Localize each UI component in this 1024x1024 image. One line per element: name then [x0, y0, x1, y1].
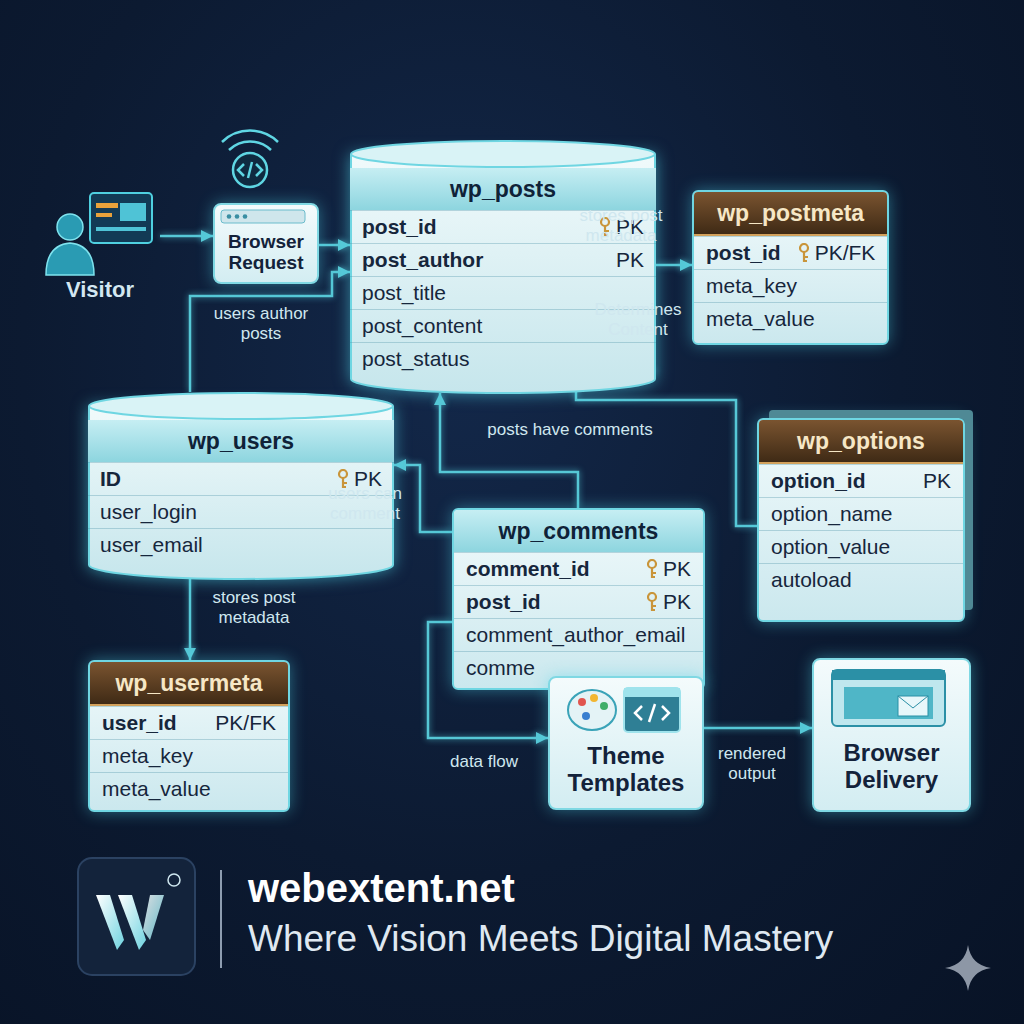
table-row: post_id PK — [454, 585, 703, 618]
brand-logo — [78, 858, 221, 975]
brand-name: webextent.net — [248, 866, 515, 911]
db-table: wp_usermeta user_id PK/FK meta_key meta_valu… — [88, 660, 290, 812]
box-icon — [215, 205, 315, 231]
connector — [189, 579, 192, 660]
table-row: post_author PK — [350, 243, 656, 276]
edge-label: stores post metadata — [556, 206, 686, 247]
key-marker: PK — [616, 248, 644, 272]
connector — [394, 465, 452, 532]
table-row: autoload — [759, 563, 963, 596]
node-label: Browser Request — [221, 231, 311, 274]
connector — [190, 272, 350, 392]
person-icon — [40, 185, 160, 277]
table-name: wp_posts — [350, 168, 656, 210]
table-row: meta_key — [694, 269, 887, 302]
connector — [576, 371, 757, 526]
column-name: post_id — [362, 215, 437, 239]
column-name: meta_key — [102, 744, 193, 768]
table-row: post_id PK/FK — [694, 236, 887, 269]
key-marker: PK — [663, 590, 691, 614]
table-row: meta_key — [90, 739, 288, 772]
edge-label: users can comment — [316, 484, 414, 525]
table-row: user_id PK/FK — [90, 706, 288, 739]
visitor-icon: Visitor — [40, 185, 160, 315]
column-name: option_id — [771, 469, 865, 493]
table-name: wp_comments — [454, 510, 703, 552]
db-table: wp_commentscomment_idPKpost_idPKcomment_… — [452, 508, 705, 690]
db-table: wp_options option_id PK option_name option_v… — [757, 418, 965, 622]
table-row: comment_id PK — [454, 552, 703, 585]
column-name: user_login — [100, 500, 197, 524]
key-marker: PK/FK — [815, 241, 876, 265]
table-name: wp_options — [759, 420, 963, 464]
signal-icon — [222, 131, 278, 187]
connector — [160, 235, 213, 238]
column-name: autoload — [771, 568, 852, 592]
edge-label: rendered output — [700, 744, 804, 785]
connector — [440, 393, 578, 508]
table-row: user_email — [88, 528, 394, 561]
sparkle-icon — [945, 945, 991, 991]
column-name: option_value — [771, 535, 890, 559]
edge-label: data flow — [434, 752, 534, 772]
column-name: comment_author_email — [466, 623, 685, 647]
column-name: comme — [466, 656, 535, 680]
table-name: wp_postmeta — [694, 192, 887, 236]
node-label: Theme Templates — [556, 743, 696, 797]
column-name: comment_id — [466, 557, 590, 581]
column-name: post_author — [362, 248, 483, 272]
column-name: post_status — [362, 347, 469, 371]
key-marker: PK — [923, 469, 951, 493]
node-label: Visitor — [40, 277, 160, 303]
table-row: post_status — [350, 342, 656, 375]
key-marker: PK — [663, 557, 691, 581]
edge-label: posts have comments — [460, 420, 680, 440]
template-box: Theme Templates — [548, 676, 704, 810]
connector — [704, 727, 812, 730]
table-row: option_value — [759, 530, 963, 563]
db-table: wp_posts post_idPKpost_author PK post_title… — [350, 140, 656, 393]
column-name: user_id — [102, 711, 177, 735]
column-name: meta_value — [706, 307, 815, 331]
edge-label: stores post metadata — [198, 588, 310, 629]
key-icon — [645, 559, 659, 579]
column-name: post_id — [466, 590, 541, 614]
key-icon — [645, 592, 659, 612]
column-name: post_title — [362, 281, 446, 305]
annotation: Determines Content — [586, 300, 690, 341]
connector — [656, 264, 692, 267]
table-row: option_name — [759, 497, 963, 530]
box-icon — [550, 678, 700, 740]
edge-label: users author posts — [196, 304, 326, 345]
column-name: post_id — [706, 241, 781, 265]
request-box: Browser Request — [213, 203, 319, 284]
table-row: comment_author_email — [454, 618, 703, 651]
box-icon — [814, 660, 967, 732]
table-name: wp_usermeta — [90, 662, 288, 706]
db-table: wp_postmeta post_id PK/FK meta_key meta_valu… — [692, 190, 889, 345]
column-name: meta_value — [102, 777, 211, 801]
table-row: option_id PK — [759, 464, 963, 497]
column-name: user_email — [100, 533, 203, 557]
node-label: Browser Delivery — [820, 740, 963, 794]
key-icon — [797, 243, 811, 263]
key-marker: PK/FK — [215, 711, 276, 735]
column-name: post_content — [362, 314, 482, 338]
table-row: meta_value — [694, 302, 887, 335]
table-name: wp_users — [88, 420, 394, 462]
brand-tagline: Where Vision Meets Digital Mastery — [248, 918, 833, 960]
column-name: option_name — [771, 502, 892, 526]
table-row: meta_value — [90, 772, 288, 805]
delivery-box: Browser Delivery — [812, 658, 971, 812]
column-name: ID — [100, 467, 121, 491]
connector — [319, 244, 350, 247]
column-name: meta_key — [706, 274, 797, 298]
